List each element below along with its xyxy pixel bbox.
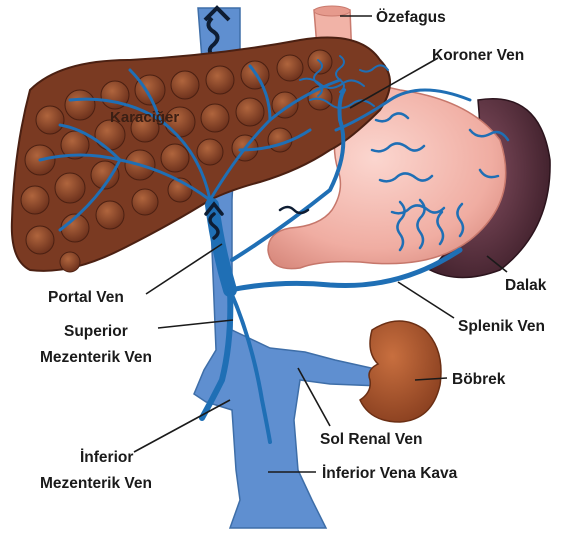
label-inferior-vena-kava: İnferior Vena Kava [322,465,458,482]
label-bobrek: Böbrek [452,371,506,388]
label-karaciger: Karaciğer [110,109,179,126]
label-dalak: Dalak [505,277,547,294]
kidney [360,321,441,422]
label-portal-ven: Portal Ven [48,289,124,306]
label-koroner-ven: Koroner Ven [432,47,524,64]
label-superior-line1: Superior [64,323,128,340]
label-inferior-line2: Mezenterik Ven [40,475,152,492]
label-splenik-ven: Splenik Ven [458,318,545,335]
label-superior-line2: Mezenterik Ven [40,349,152,366]
label-sol-renal-ven: Sol Renal Ven [320,431,423,448]
label-inferior-line1: İnferior [80,449,133,466]
label-ozefagus: Özefagus [376,9,446,26]
